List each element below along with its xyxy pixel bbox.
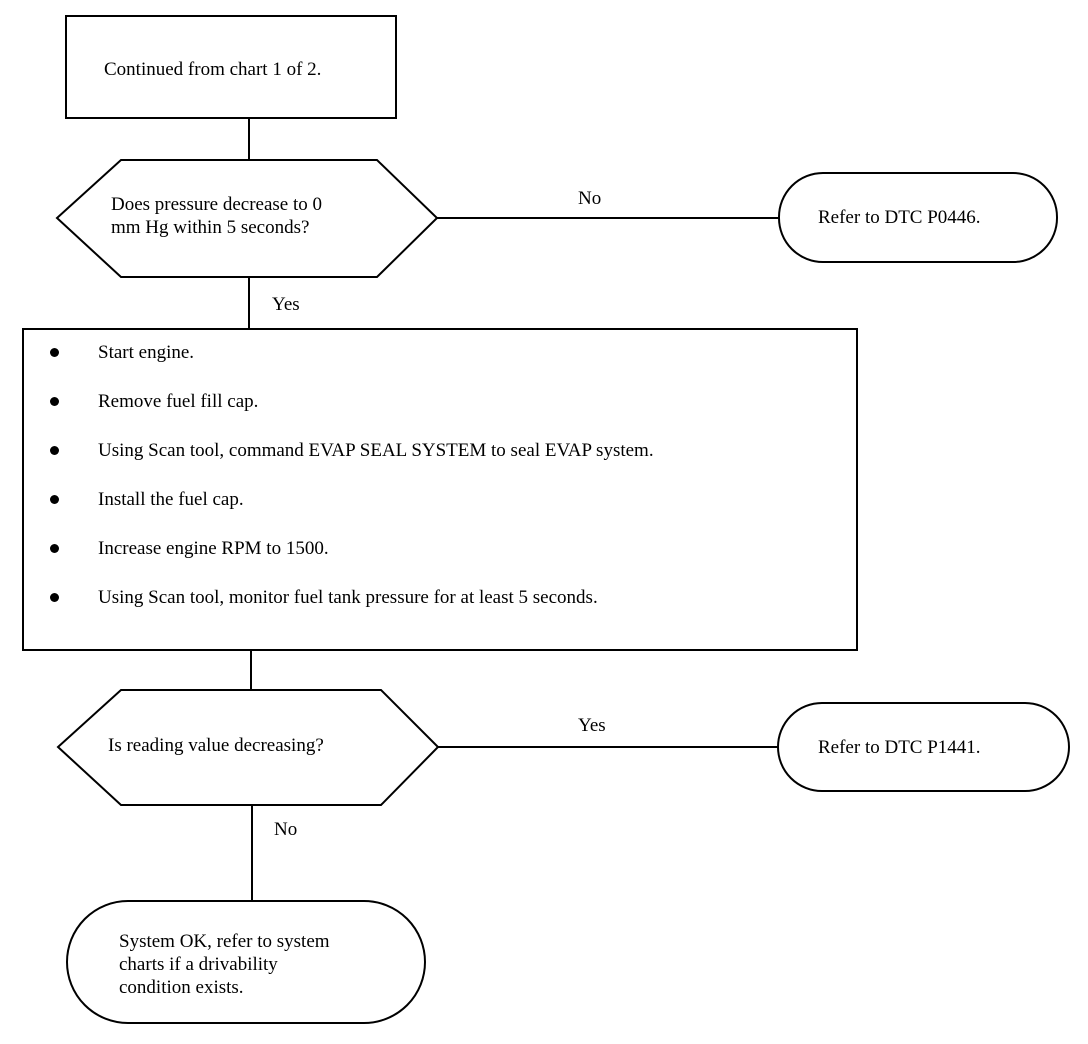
bullet-icon	[50, 495, 59, 504]
start-box	[65, 15, 397, 119]
bullet-icon	[50, 446, 59, 455]
terminal-p0446-shape	[778, 172, 1058, 263]
terminal-ok-line3: condition exists.	[119, 977, 244, 998]
decision1-shape	[55, 159, 439, 278]
terminal-ok-line2: charts if a drivability	[119, 954, 278, 975]
bullet-icon	[50, 348, 59, 357]
decision1-yes-label: Yes	[272, 294, 300, 315]
terminal-p0446-text: Refer to DTC P0446.	[818, 207, 981, 228]
terminal-ok-line1: System OK, refer to system	[119, 931, 330, 952]
terminal-p1441-shape	[777, 702, 1070, 792]
decision2-shape	[56, 689, 440, 806]
terminal-p1441-text: Refer to DTC P1441.	[818, 737, 981, 758]
decision1-no-label: No	[578, 188, 602, 209]
steps-box	[22, 328, 858, 651]
decision2-question: Is reading value decreasing?	[108, 735, 324, 756]
bullet-icon	[50, 593, 59, 602]
bullet-icon	[50, 544, 59, 553]
decision1-question-line2: mm Hg within 5 seconds?	[111, 217, 310, 238]
terminal-ok-shape	[66, 900, 426, 1024]
bullet-icon	[50, 397, 59, 406]
decision2-no-label: No	[274, 819, 298, 840]
decision2-yes-label: Yes	[578, 715, 606, 736]
start-box-text: Continued from chart 1 of 2.	[104, 59, 322, 80]
decision1-question-line1: Does pressure decrease to 0	[111, 194, 323, 215]
